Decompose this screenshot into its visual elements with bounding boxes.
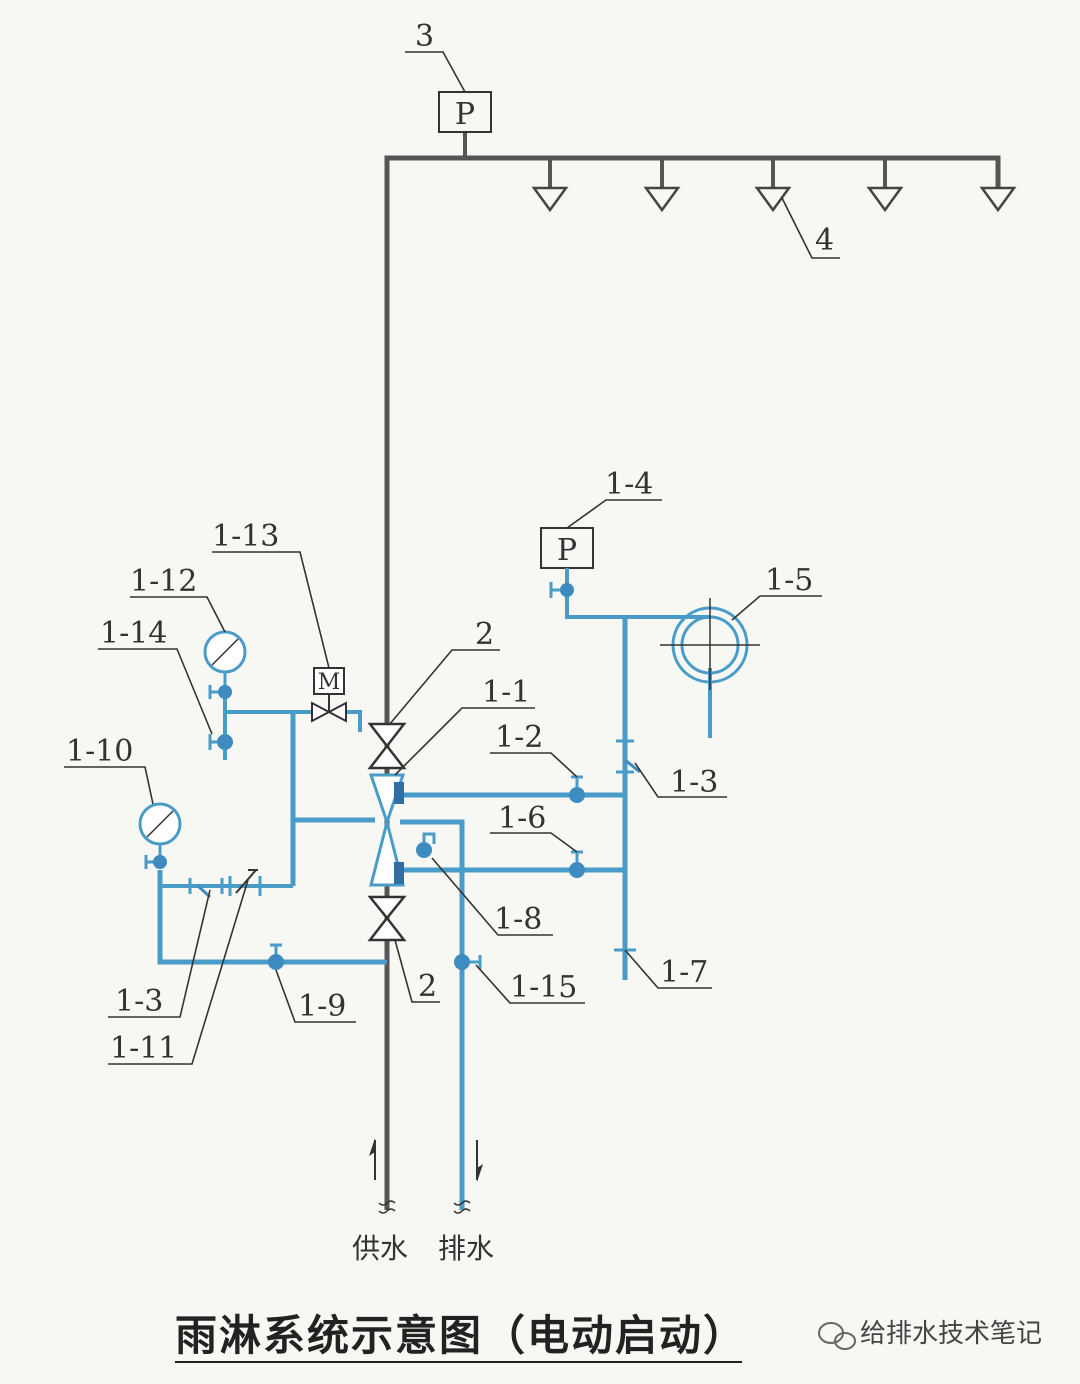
callout-1-10: 1-10 [66, 734, 133, 769]
drain-flow-arrow [476, 1140, 483, 1182]
deluge-valve-1-1 [368, 773, 406, 887]
sprinkler-head [979, 186, 1017, 213]
callout-labels: 3 4 1-4 1-5 1-13 1-12 1-14 2 1-1 1-2 1-3… [66, 19, 834, 1066]
wechat-icon [818, 1322, 856, 1350]
pressure-gauge-1-10 [138, 802, 182, 869]
callout-1-3-right: 1-3 [670, 765, 718, 800]
test-valve-1-8 [416, 832, 436, 858]
callout-2-bottom: 2 [418, 969, 437, 1004]
ball-valve-1-9 [268, 943, 284, 970]
ball-valve-1-6 [569, 850, 585, 878]
ball-valve-1-14 [208, 734, 233, 750]
supply-label: 供水 [352, 1232, 408, 1265]
pressure-switch-3: P [438, 91, 492, 133]
pressure-switch-1-4: P [540, 527, 594, 598]
callout-1-6: 1-6 [498, 801, 546, 836]
callout-1-8: 1-8 [494, 902, 542, 937]
leader-lines [64, 51, 840, 1065]
callout-2-top: 2 [475, 617, 494, 652]
pressure-gauge-1-12 [203, 630, 247, 699]
check-valve-1-11 [228, 869, 262, 896]
callout-1-3-left: 1-3 [115, 984, 163, 1019]
callout-1-2: 1-2 [495, 720, 543, 755]
diagram-title: 雨淋系统示意图（电动启动） [175, 1311, 747, 1360]
gate-valve-2-top [367, 722, 407, 770]
callout-1-4: 1-4 [605, 467, 653, 502]
svg-text:P: P [557, 533, 577, 568]
callout-3: 3 [415, 19, 434, 54]
sprinkler-head [866, 158, 904, 213]
sprinkler-head [643, 158, 681, 213]
callout-1-7: 1-7 [660, 955, 708, 990]
drain-label: 排水 [438, 1232, 494, 1265]
watermark-text: 给排水技术笔记 [860, 1319, 1042, 1349]
ball-valve-1-2 [569, 775, 585, 803]
strainer-1-3-right [616, 739, 641, 774]
callout-1-15: 1-15 [510, 970, 577, 1005]
main-riser-pipe [384, 132, 1001, 1210]
callout-1-5: 1-5 [765, 563, 813, 598]
pipe-break-marks [378, 1200, 471, 1214]
svg-text:M: M [318, 670, 341, 695]
sprinkler-head [531, 158, 569, 213]
callout-1-13: 1-13 [212, 519, 279, 554]
solenoid-valve-1-13: M [311, 667, 347, 723]
sprinkler-head [754, 158, 792, 213]
callout-1-11: 1-11 [110, 1031, 177, 1066]
callout-1-12: 1-12 [130, 564, 197, 599]
drain-valve-1-15 [454, 954, 482, 970]
supply-flow-arrow [369, 1138, 376, 1180]
callout-4: 4 [815, 223, 834, 258]
gate-valve-2-bottom [367, 895, 407, 942]
callout-1-1: 1-1 [482, 675, 530, 710]
callout-1-14: 1-14 [100, 616, 167, 651]
callout-1-9: 1-9 [298, 989, 346, 1024]
svg-text:P: P [455, 97, 475, 132]
alarm-bell-1-5 [660, 598, 760, 690]
sprinkler-heads [531, 158, 1017, 213]
